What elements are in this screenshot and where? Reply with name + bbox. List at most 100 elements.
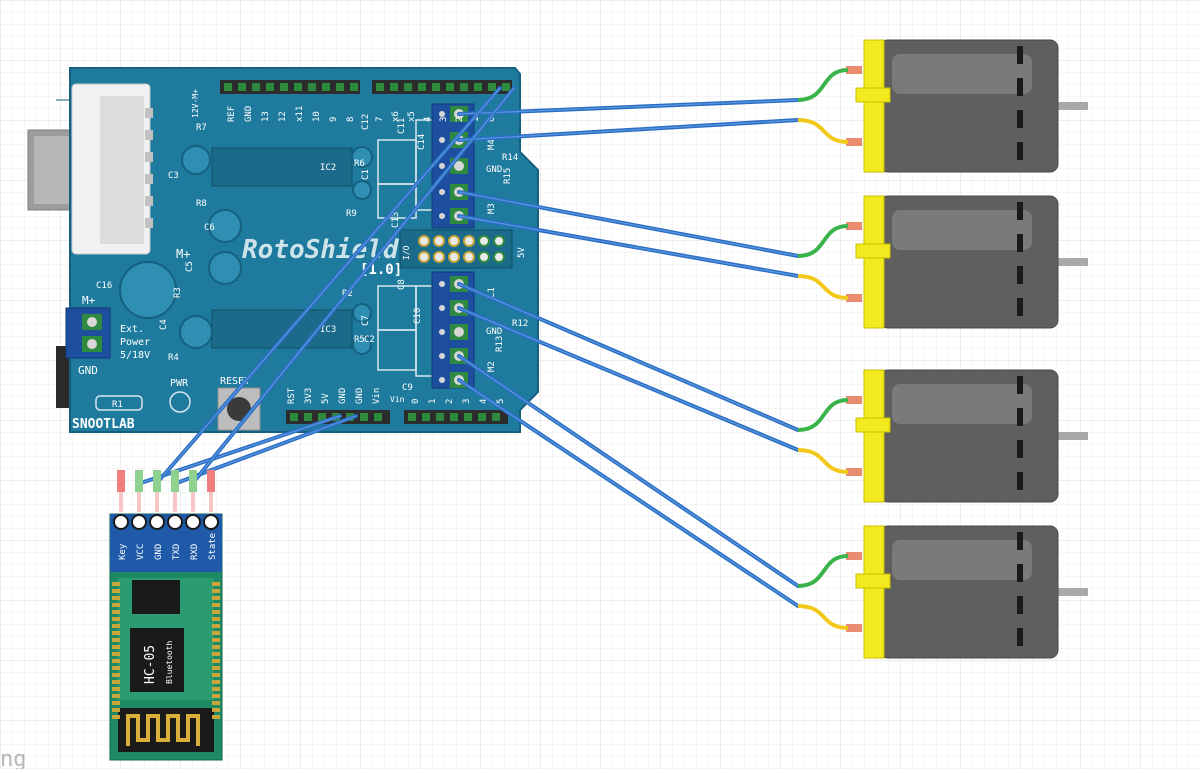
header-pin [318,413,326,421]
header-pin [460,83,468,91]
component-label: C4 [159,319,169,330]
header-bottom-left-label: GND [338,388,348,404]
component-label: R7 [196,123,207,133]
component-label: C5 [185,261,195,272]
header-pin [280,83,288,91]
motor-end-cap [863,195,885,329]
motor-lead-yellow [797,274,849,300]
header-bottom-left-label: 3V3 [304,388,314,404]
motor-lead-green [797,224,849,258]
component-label: R8 [196,199,207,209]
motor-terminal [846,396,862,404]
bt-header-pin [153,470,161,492]
motor-terminal [846,66,862,74]
motor-lead-green [797,398,849,432]
header-top-left-label: x11 [295,106,305,122]
header-top-right-label: 7 [375,117,385,122]
component-label: R15 [503,168,513,184]
dc-motor [797,369,1088,503]
header-top-left-label: 9 [329,117,339,122]
m-plus-left-label: M+ [82,294,96,307]
bt-header-pin [207,470,215,492]
header-pin [224,83,232,91]
terminal-label: M4 [487,139,497,150]
terminal-label: L1 [487,287,497,298]
header-pin [478,413,486,421]
header-bottom-right-label: 3 [462,399,472,404]
watermark: ng [0,747,27,769]
dc-motor [797,39,1088,173]
io-pin [418,235,430,247]
bt-model-label: HC-05 [143,645,158,684]
motor-lead-yellow [797,604,849,630]
motor-shaft [1052,588,1088,596]
bt-pin-label: VCC [136,544,146,560]
header-top-right-label: 2 [455,117,465,122]
header-pin [360,413,368,421]
component-label: C16 [96,281,112,291]
terminal-label: GND [486,165,502,175]
header-pin [390,83,398,91]
motor-end-cap [863,525,885,659]
dc-motor [797,525,1088,659]
dc-motor [797,195,1088,329]
voltage-label: 12V-M+ [191,89,200,118]
io-label: I/O [402,245,411,260]
bt-header-pin [189,470,197,492]
header-pin [374,413,382,421]
capacitor-c16 [119,261,177,319]
component-label: R13 [495,336,505,352]
header-top-right-label: 0 [487,117,497,122]
header-pin [474,83,482,91]
component-label: C1 [361,169,371,180]
pwr-led [169,391,191,413]
header-pin [290,413,298,421]
motor-terminal [846,468,862,476]
bt-pin-label: GND [154,544,164,560]
header-top-right-label: x6 [391,111,401,122]
header-top-left-label: 10 [312,111,322,122]
vin-small-label: Vin [390,395,405,404]
io-pin [448,235,460,247]
terminal-label: M3 [487,203,497,214]
component-label: R5 [354,335,365,345]
bt-main-chip [130,628,184,692]
capacitor-small [351,146,373,168]
component-label: C7 [361,315,371,326]
io-pin [463,251,475,263]
bt-chip [132,580,180,614]
header-pin [464,413,472,421]
header-pin [450,413,458,421]
component-label: R6 [354,159,365,169]
capacitor-c3 [181,145,211,175]
header-bottom-right-label: 0 [411,399,421,404]
bt-header-pin [135,470,143,492]
motor-lead-green [797,68,849,102]
bt-pin-label: Key [118,543,128,560]
component-label: C12 [361,114,371,130]
motor-lead-yellow [797,448,849,474]
motor-lead-yellow [797,118,849,144]
gnd-left-label: GND [78,364,98,377]
header-pin [294,83,302,91]
io-pin [433,235,445,247]
header-top-right-label: 3 [439,117,449,122]
header-pin [336,83,344,91]
reset-label: RESET [220,376,250,387]
motor-terminal [846,624,862,632]
header-pin [308,83,316,91]
header-pin [404,83,412,91]
component-label: C3 [168,171,179,181]
io-pin [433,251,445,263]
component-label: IC2 [320,163,336,173]
resistor-r1 [95,395,143,411]
io-pin [493,251,505,263]
ext-power-line-2: Power [120,337,150,348]
capacitor-c6 [208,209,242,243]
bt-sub-label: Bluetooth [165,640,174,684]
motor-end-cap [863,39,885,173]
header-top-left-label: 8 [346,117,356,122]
io-pin [448,251,460,263]
